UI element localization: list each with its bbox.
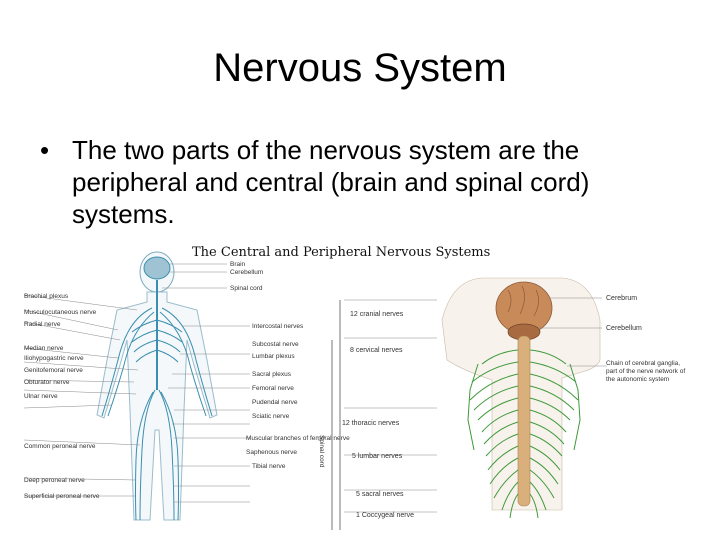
label-pudendal: Pudendal nerve — [252, 399, 298, 406]
right-leg-nerve-2 — [160, 391, 179, 521]
label-femoral: Femoral nerve — [252, 385, 294, 392]
right-arm-nerve — [161, 307, 213, 417]
label-deep-peroneal: Deep peroneal nerve — [24, 477, 85, 484]
label-radial: Radial nerve — [24, 321, 61, 328]
left-arm-nerve-2 — [107, 311, 155, 417]
cerebrum-folds — [507, 285, 539, 317]
label-genitofemoral: Genitofemoral nerve — [24, 367, 83, 374]
label-spinal-cord: Spinal cord — [230, 285, 263, 292]
body-left-labels: Brachial plexus Musculocutaneous nerve R… — [24, 293, 100, 500]
left-leg-nerve — [139, 389, 156, 521]
spinal-cord-shape — [517, 335, 531, 507]
segment-dividers — [344, 299, 437, 513]
body-right-labels: Brain Cerebellum Spinal cord Intercostal… — [230, 261, 350, 470]
left-leg-nerve-2 — [135, 391, 154, 521]
label-cerebrum: Cerebrum — [606, 295, 637, 302]
brain-shape — [143, 256, 171, 280]
spinal-segments-legend: Spinal cord 12 cranial nerves 8 cervical… — [318, 299, 437, 530]
label-ulnar: Ulnar nerve — [24, 393, 58, 400]
label-muscular-branches: Muscular branches of femoral nerve — [246, 435, 350, 442]
label-cerebellum-right: Cerebellum — [606, 325, 642, 332]
label-lumbar-nerves: 5 lumbar nerves — [352, 453, 403, 460]
bullet-symbol: • — [40, 135, 50, 165]
cns-labels: Cerebrum Cerebellum Chain of cerebral ga… — [606, 295, 686, 383]
label-subcostal: Subcostal nerve — [252, 341, 299, 348]
label-ganglia: Chain of cerebral ganglia, part of the n… — [606, 360, 686, 383]
left-leader-lines — [23, 294, 141, 497]
human-body-figure — [23, 251, 250, 521]
left-arm-nerve — [101, 307, 153, 417]
cns-leader-lines — [538, 297, 607, 367]
label-sacral-plexus: Sacral plexus — [252, 371, 292, 378]
label-brachial-plexus: Brachial plexus — [24, 293, 69, 300]
label-cranial-nerves: 12 cranial nerves — [350, 311, 404, 318]
figure-title: The Central and Peripheral Nervous Syste… — [192, 245, 490, 260]
spinal-nerves-green — [467, 349, 581, 519]
label-cerebellum: Cerebellum — [230, 269, 263, 276]
label-iliohypogastric: Iliohypogastric nerve — [24, 355, 84, 362]
label-ganglia-wrap: Chain of cerebral ganglia, part of the n… — [606, 360, 686, 383]
right-arm-nerve-2 — [159, 311, 207, 417]
nervous-system-figure: The Central and Peripheral Nervous Syste… — [22, 240, 690, 534]
label-median: Median nerve — [24, 345, 64, 352]
label-cervical-nerves: 8 cervical nerves — [350, 347, 403, 354]
label-thoracic-nerves: 12 thoracic nerves — [342, 420, 400, 427]
label-saphenous: Saphenous nerve — [246, 449, 297, 456]
label-musculocutaneous: Musculocutaneous nerve — [24, 309, 97, 316]
body-outline — [96, 291, 218, 521]
cns-figure — [441, 277, 607, 519]
label-intercostal: Intercostal nerves — [252, 323, 304, 330]
nervous-system-illustration: The Central and Peripheral Nervous Syste… — [23, 245, 686, 530]
side-label-spinal-cord: Spinal cord — [318, 435, 325, 468]
bullet-text: The two parts of the nervous system are … — [72, 135, 590, 229]
label-lumbar-plexus: Lumbar plexus — [252, 353, 295, 360]
label-superficial-peroneal: Superficial peroneal nerve — [24, 493, 100, 500]
label-sacral-nerves: 5 sacral nerves — [356, 491, 404, 498]
label-common-peroneal: Common peroneal nerve — [24, 443, 96, 450]
label-brain: Brain — [230, 261, 246, 268]
intercostal-nerves — [131, 319, 183, 363]
label-sciatic: Sciatic nerve — [252, 413, 290, 420]
slide-title: Nervous System — [213, 46, 507, 90]
right-leader-lines — [162, 263, 250, 503]
right-leg-nerve — [158, 389, 175, 521]
label-obturator: Obturator nerve — [24, 379, 70, 386]
bullet-point: • The two parts of the nervous system ar… — [40, 134, 680, 230]
label-tibial: Tibial nerve — [252, 463, 286, 470]
label-coccygeal-nerve: 1 Coccygeal nerve — [356, 512, 414, 519]
